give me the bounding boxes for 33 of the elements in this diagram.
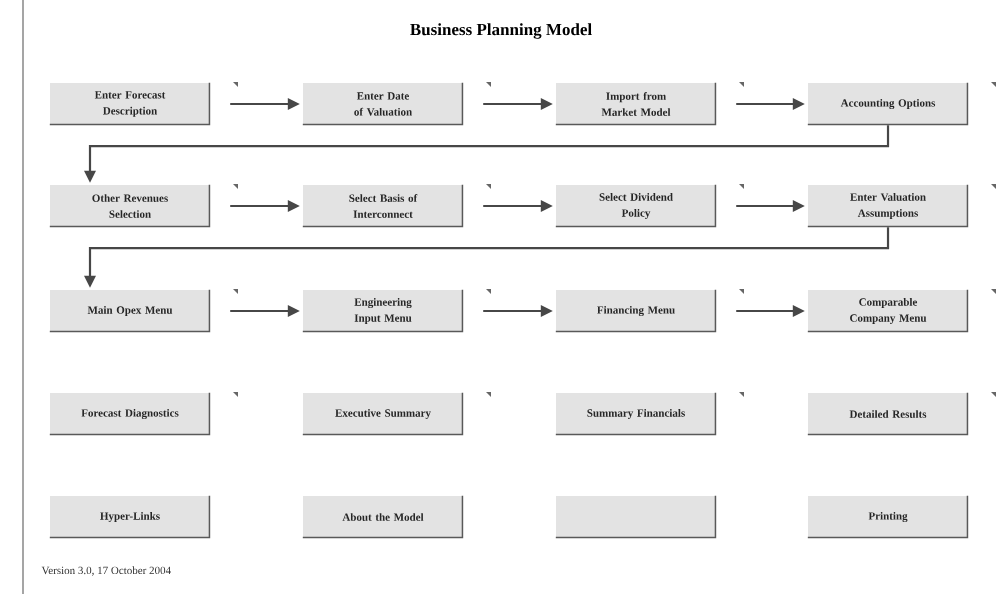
menu-button: Enter Forecast Description [49, 82, 211, 126]
menu-button: Other Revenues Selection [49, 184, 211, 228]
arrow [736, 305, 805, 317]
menu-button: About the Model [302, 495, 464, 539]
menu-button: Summary Financials [555, 392, 717, 436]
menu-button: Printing [807, 495, 969, 539]
menu-button: Select Dividend Policy [555, 184, 717, 228]
menu-button: Financing Menu [555, 289, 717, 333]
menu-button: Accounting Options [807, 82, 969, 126]
menu-button: Forecast Diagnostics [49, 392, 211, 436]
arrow [84, 227, 890, 288]
arrow [84, 125, 890, 183]
menu-button: Enter Valuation Assumptions [807, 184, 969, 228]
arrow [230, 98, 300, 110]
version-note: Version 3.0, 17 October 2004 [41, 566, 171, 576]
menu-button: Select Basis of Interconnect [302, 184, 464, 228]
arrow [736, 200, 805, 212]
menu-button: Comparable Company Menu [807, 289, 969, 333]
arrow [483, 200, 553, 212]
arrow [736, 98, 805, 110]
arrow [483, 98, 553, 110]
menu-button: Detailed Results [807, 392, 969, 436]
blank-button [555, 495, 717, 539]
menu-button: Engineering Input Menu [302, 289, 464, 333]
arrow [230, 305, 300, 317]
arrow [230, 200, 300, 212]
title: Business Planning Model [410, 23, 592, 39]
menu-button: Hyper-Links [49, 495, 211, 539]
menu-button: Main Opex Menu [49, 289, 211, 333]
menu-button: Enter Date of Valuation [302, 82, 464, 126]
menu-button: Executive Summary [302, 392, 464, 436]
menu-button: Import from Market Model [555, 82, 717, 126]
arrow [483, 305, 553, 317]
